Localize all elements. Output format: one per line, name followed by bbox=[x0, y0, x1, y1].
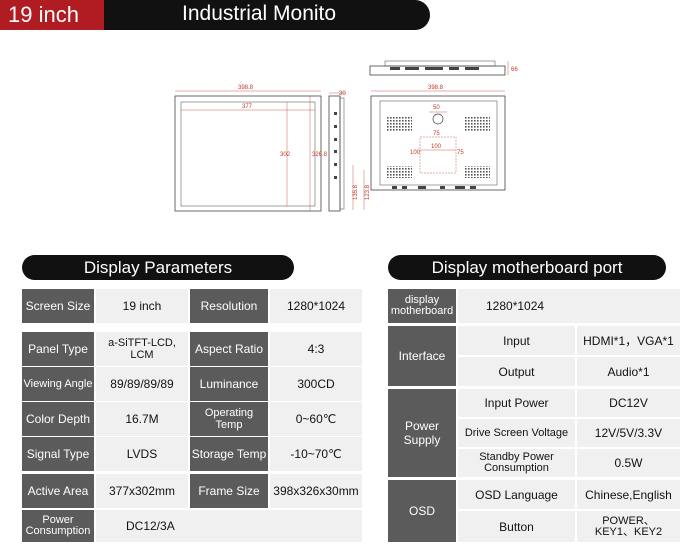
back-ports bbox=[392, 186, 476, 189]
mb-section-label: Interface bbox=[388, 326, 456, 386]
param-value: DC12/3A bbox=[96, 510, 362, 542]
param-value: 16.7M bbox=[96, 402, 188, 436]
mb-item-label: OSD Language bbox=[458, 480, 575, 509]
size-badge: 19 inch bbox=[0, 0, 104, 30]
mb-item-value: HDMI*1，VGA*1 bbox=[577, 326, 680, 355]
mb-item-label: Input Power bbox=[458, 389, 575, 417]
param-label: Aspect Ratio bbox=[190, 332, 268, 366]
side-view bbox=[328, 95, 345, 212]
param-value: 89/89/89/89 bbox=[96, 367, 188, 401]
mb-value: 1280*1024 bbox=[458, 289, 680, 323]
param-value: 398x326x30mm bbox=[270, 474, 362, 508]
param-label: Resolution bbox=[190, 289, 268, 323]
mb-item-label: Standby Power Consumption bbox=[458, 449, 575, 477]
dim-front-inner-width: 377 bbox=[242, 104, 253, 110]
mb-item-value: Chinese,English bbox=[577, 480, 680, 509]
dim-side-depth: 30 bbox=[339, 91, 346, 97]
param-value: 19 inch bbox=[96, 289, 188, 323]
top-view bbox=[369, 60, 506, 76]
param-label: Luminance bbox=[190, 367, 268, 401]
mb-section-label: Power Supply bbox=[388, 389, 456, 477]
dim-front-height: 302 bbox=[280, 152, 291, 158]
param-label: Operating Temp bbox=[190, 402, 268, 436]
param-label: Screen Size bbox=[22, 289, 94, 323]
dim-top-depth: 66 bbox=[511, 67, 518, 73]
dim-vesa-100: 100 bbox=[431, 144, 442, 150]
side-ports bbox=[334, 112, 337, 179]
mb-item-label: Input bbox=[458, 326, 575, 355]
param-label: Active Area bbox=[22, 474, 94, 508]
front-view bbox=[174, 95, 322, 212]
dim-front-outer-height: 326.8 bbox=[312, 152, 328, 158]
param-label: Storage Temp bbox=[190, 437, 268, 471]
param-value: -10~70℃ bbox=[270, 437, 362, 471]
dim-side-height-1: 135.8 bbox=[353, 184, 359, 200]
motherboard-heading: Display motherboard port bbox=[388, 255, 666, 280]
mb-item-value: POWER、KEY1、KEY2 bbox=[577, 511, 680, 542]
dimension-drawing: 398.8 377 302 326.8 30 135.8 123.8 66 39… bbox=[174, 60, 518, 212]
dim-back-100: 100 bbox=[410, 150, 421, 156]
dim-back-width: 398.8 bbox=[428, 85, 444, 91]
mb-item-value: 0.5W bbox=[577, 449, 680, 477]
mb-item-value: DC12V bbox=[577, 389, 680, 417]
back-outline bbox=[370, 95, 506, 191]
dim-back-top: 50 bbox=[433, 105, 440, 111]
vent-grids bbox=[386, 117, 490, 178]
mb-section-label: OSD bbox=[388, 480, 456, 542]
param-label: Viewing Angle bbox=[22, 367, 94, 401]
param-value: LVDS bbox=[96, 437, 188, 471]
dim-front-width: 398.8 bbox=[238, 85, 254, 91]
param-label: Power Consumption bbox=[22, 510, 94, 542]
param-value: 0~60℃ bbox=[270, 402, 362, 436]
param-label: Panel Type bbox=[22, 332, 94, 366]
param-value: 1280*1024 bbox=[270, 289, 362, 323]
product-title: Industrial Monito bbox=[104, 0, 430, 30]
mb-item-value: Audio*1 bbox=[577, 357, 680, 386]
param-value: 377x302mm bbox=[96, 474, 188, 508]
front-frame-outline bbox=[174, 95, 322, 212]
param-label: Color Depth bbox=[22, 402, 94, 436]
mb-item-label: Drive Screen Voltage bbox=[458, 419, 575, 447]
mb-item-label: Output bbox=[458, 357, 575, 386]
param-label: Frame Size bbox=[190, 474, 268, 508]
param-value: a-SiTFT-LCD, LCM bbox=[96, 332, 188, 366]
dim-vesa-v: 75 bbox=[457, 150, 464, 156]
param-label: Signal Type bbox=[22, 437, 94, 471]
mb-item-label: Button bbox=[458, 511, 575, 542]
dim-side-height-2: 123.8 bbox=[365, 184, 371, 200]
display-parameters-heading: Display Parameters bbox=[22, 255, 294, 280]
dim-vesa-h: 75 bbox=[433, 131, 440, 137]
mb-label: display motherboard bbox=[388, 289, 456, 323]
back-view bbox=[370, 95, 506, 191]
front-screen-outline bbox=[180, 101, 316, 207]
param-value: 4:3 bbox=[270, 332, 362, 366]
param-value: 300CD bbox=[270, 367, 362, 401]
mb-item-value: 12V/5V/3.3V bbox=[577, 419, 680, 447]
